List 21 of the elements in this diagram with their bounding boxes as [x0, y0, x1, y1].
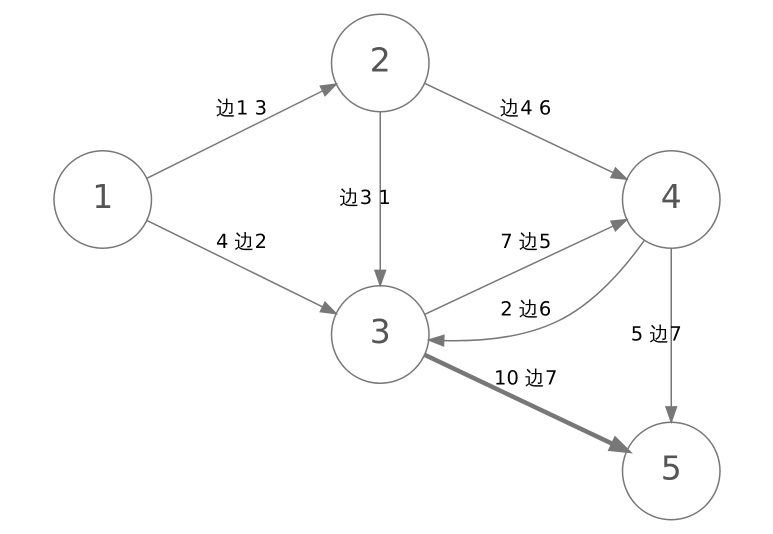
arrow [146, 220, 338, 315]
arrow [664, 248, 678, 424]
edge-label: 边4 6 [500, 96, 551, 120]
edge-label: 2 边6 [500, 298, 551, 321]
arrow [424, 82, 628, 180]
arrow [373, 112, 386, 288]
arrow [426, 240, 644, 347]
node-circle: 2 [330, 14, 430, 112]
edge-label: 7 边5 [500, 230, 551, 254]
edge-label: 边1 3 [215, 96, 267, 120]
arrow [146, 83, 338, 179]
edge-label: 10 边7 [494, 366, 557, 390]
node-circle: 1 [52, 150, 152, 249]
edge-label: 5 边7 [630, 322, 682, 346]
arrow [424, 218, 628, 315]
node-circle: 3 [330, 285, 430, 384]
node-circle: 5 [621, 422, 720, 520]
edge-label: 4 边2 [215, 230, 267, 254]
edge-label: 边3 1 [339, 186, 390, 209]
node-circle: 4 [621, 150, 720, 249]
arrow [423, 352, 632, 454]
